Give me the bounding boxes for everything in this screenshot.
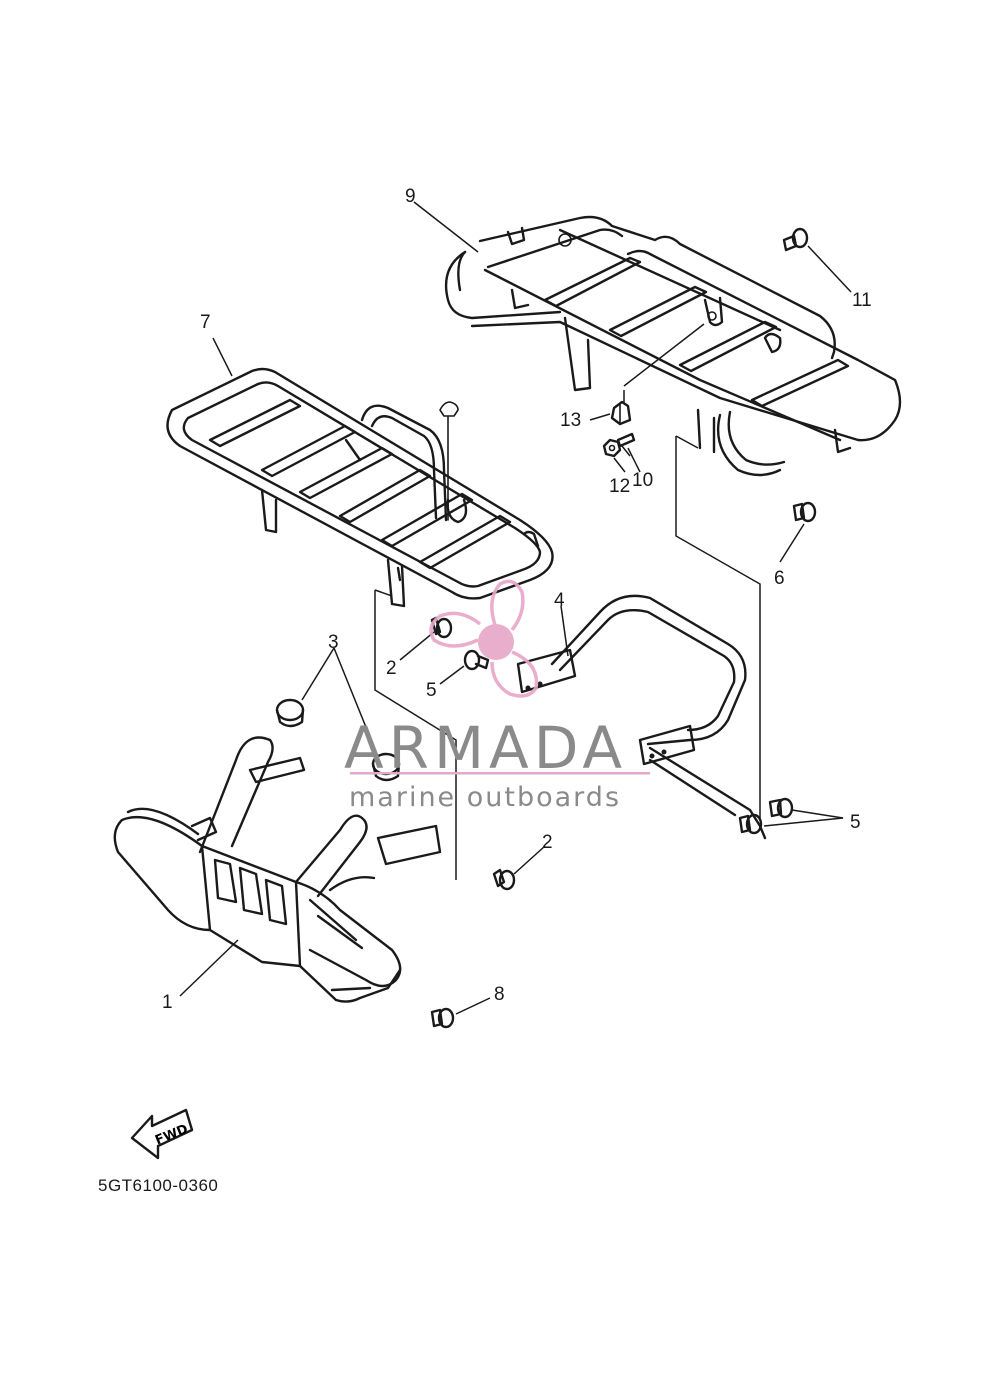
rear-guard (516, 594, 767, 840)
propeller-logo-icon (429, 579, 539, 698)
callout-labels: 1 2 2 3 4 5 5 6 7 8 9 10 11 12 13 (162, 186, 872, 1013)
spacer-left (275, 698, 305, 728)
callout-5-lower: 5 (850, 812, 861, 833)
clip-13 (610, 400, 632, 426)
callout-9: 9 (405, 186, 416, 207)
callout-1: 1 (162, 992, 173, 1013)
watermark-divider (350, 772, 650, 775)
callout-8: 8 (494, 984, 505, 1005)
leader-lines (179, 201, 852, 1015)
bolt-6 (792, 501, 817, 523)
callout-3: 3 (328, 632, 339, 653)
callout-12: 12 (609, 476, 630, 497)
pin-10 (616, 432, 636, 448)
hoop-bolt (439, 401, 459, 521)
front-carrier (166, 367, 554, 608)
callout-11: 11 (852, 290, 872, 311)
part-code: 5GT6100-0360 (98, 1176, 218, 1195)
fwd-arrow: FWD (130, 1108, 194, 1160)
watermark-brand: ARMADA (344, 714, 627, 782)
armada-watermark: ARMADA marine outboards (344, 579, 650, 813)
bolt-2-lower (492, 868, 516, 891)
callout-2-upper: 2 (386, 658, 397, 679)
callout-6: 6 (774, 568, 785, 589)
bolt-5-lower-a (738, 813, 763, 835)
callout-2-lower: 2 (542, 832, 553, 853)
watermark-tagline: marine outboards (349, 782, 621, 813)
callout-7: 7 (200, 312, 211, 333)
bolt-5-lower-b (768, 797, 794, 819)
callout-4: 4 (554, 590, 565, 611)
fwd-label: FWD (153, 1122, 190, 1149)
callout-5-upper: 5 (426, 680, 437, 701)
bolt-11 (782, 227, 809, 252)
nut-12 (602, 438, 622, 458)
front-guard (113, 736, 442, 1003)
callout-13: 13 (560, 410, 581, 431)
assembly-guides (374, 323, 761, 880)
bolt-8 (430, 1007, 455, 1029)
bolt-5-upper (463, 649, 490, 671)
callout-10: 10 (632, 470, 653, 491)
rear-carrier (444, 215, 902, 477)
